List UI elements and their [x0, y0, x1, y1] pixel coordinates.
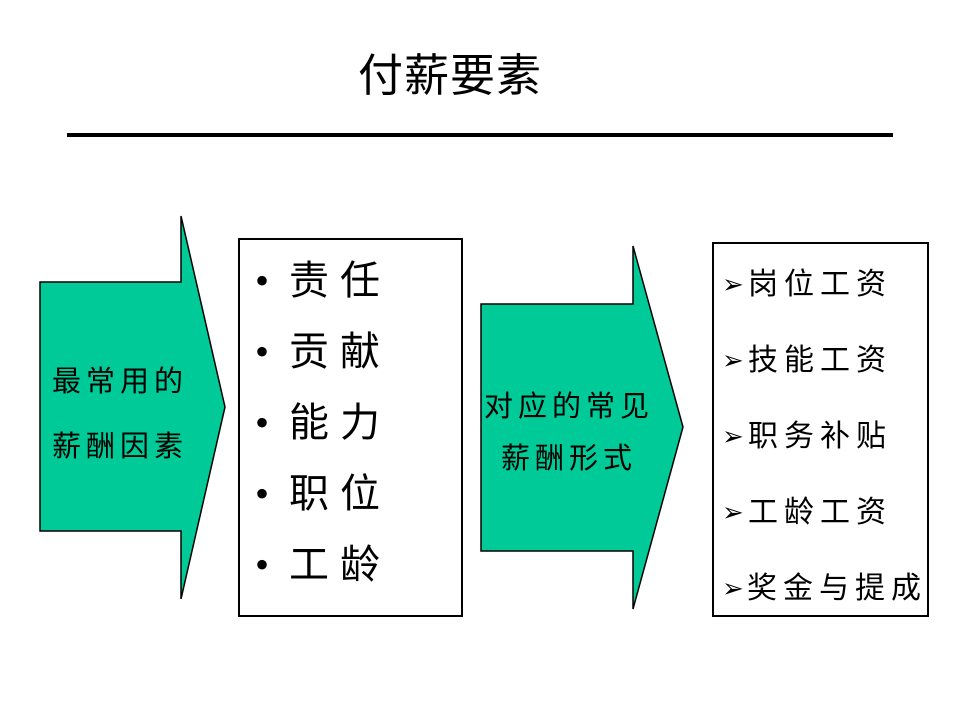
- list-item: • 贡献: [240, 316, 461, 387]
- arrowhead-bullet-icon: ➢: [722, 422, 744, 451]
- list-item: ➢ 奖金与提成: [714, 551, 927, 627]
- pay-forms-box: ➢ 岗位工资 ➢ 技能工资 ➢ 职务补贴 ➢ 工龄工资 ➢ 奖金与提成: [712, 242, 929, 617]
- list-item: ➢ 职务补贴: [714, 399, 927, 475]
- slide-title: 付薪要素: [357, 51, 542, 101]
- dot-bullet-icon: •: [254, 399, 269, 445]
- list-item-label: 奖金与提成: [747, 572, 927, 605]
- common-factors-arrow-shape: [39, 215, 226, 600]
- list-item-label: 能力: [289, 399, 391, 445]
- list-item-label: 工龄: [289, 541, 391, 587]
- arrowhead-bullet-icon: ➢: [722, 574, 744, 603]
- list-item: ➢ 工龄工资: [714, 475, 927, 551]
- arrowhead-bullet-icon: ➢: [722, 498, 744, 527]
- list-item-label: 岗位工资: [748, 268, 892, 301]
- list-item: • 能力: [240, 387, 461, 458]
- factors-box: • 责任 • 贡献 • 能力 • 职位 • 工龄: [238, 238, 463, 617]
- common-factors-arrow-label-line1: 最常用的: [51, 366, 188, 398]
- list-item: ➢ 岗位工资: [714, 247, 927, 323]
- list-item-label: 职位: [289, 470, 391, 516]
- pay-forms-arrow-label-line2: 薪酬形式: [500, 443, 637, 475]
- list-item-label: 责任: [289, 257, 391, 303]
- dot-bullet-icon: •: [254, 541, 269, 587]
- pay-forms-arrow-label-line1: 对应的常见: [483, 391, 654, 423]
- list-item: • 职位: [240, 458, 461, 529]
- list-item-label: 职务补贴: [748, 420, 892, 453]
- dot-bullet-icon: •: [254, 257, 269, 303]
- dot-bullet-icon: •: [254, 470, 269, 516]
- arrowhead-bullet-icon: ➢: [722, 346, 744, 375]
- title-underline: [67, 133, 893, 137]
- arrowhead-bullet-icon: ➢: [722, 270, 744, 299]
- list-item-label: 贡献: [289, 328, 391, 374]
- dot-bullet-icon: •: [254, 328, 269, 374]
- common-factors-arrow-label-line2: 薪酬因素: [51, 431, 188, 463]
- list-item-label: 工龄工资: [748, 496, 892, 529]
- list-item: ➢ 技能工资: [714, 323, 927, 399]
- list-item: • 工龄: [240, 529, 461, 600]
- list-item: • 责任: [240, 245, 461, 316]
- list-item-label: 技能工资: [748, 344, 892, 377]
- pay-forms-arrow-shape: [480, 245, 684, 610]
